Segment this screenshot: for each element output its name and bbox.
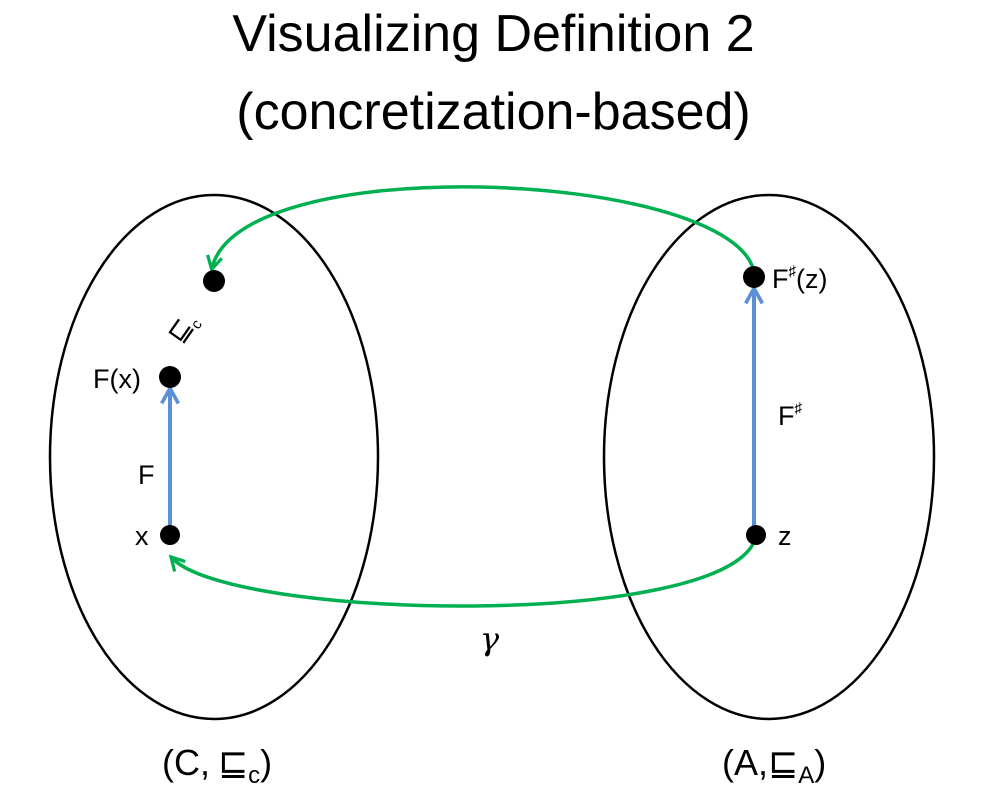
concrete-order-subscript: c: [248, 762, 260, 789]
concrete-set-open: (C,: [162, 742, 210, 783]
x-point: [160, 525, 180, 545]
concrete-set-close: ): [260, 742, 272, 783]
f-sharp-symbol: ♯: [795, 400, 803, 417]
abstract-domain-label: (A,⊑A): [722, 742, 826, 789]
f-sharp-z-prefix: F: [772, 264, 789, 294]
gamma-of-f-sharp-point: [203, 270, 225, 292]
concrete-domain-label: (C,⊑c): [162, 742, 272, 789]
slide-title-line-1: Visualizing Definition 2: [232, 5, 755, 63]
abstract-set-close: ): [814, 742, 826, 783]
z-label: z: [778, 521, 792, 551]
abstract-set-open: (A,: [722, 742, 768, 783]
concrete-order-symbol: ⊑: [218, 742, 248, 783]
f-sharp-letter: F: [778, 401, 795, 431]
f-label: F: [138, 460, 155, 490]
f-sharp-label: F♯: [778, 400, 803, 431]
gamma-arrow-top: [212, 185, 755, 268]
f-sharp-z-suffix: (z): [796, 264, 827, 294]
f-sharp-z-point: [743, 266, 765, 288]
gamma-label: γ: [480, 620, 500, 658]
z-point: [746, 525, 766, 545]
f-sharp-z-sharp: ♯: [789, 263, 797, 280]
gamma-arrow-bottom: [172, 539, 757, 608]
slide-title-line-2: (concretization-based): [236, 83, 751, 141]
x-label: x: [135, 521, 149, 551]
f-sharp-z-label: F♯(z): [772, 263, 827, 294]
abstract-order-subscript: A: [798, 762, 814, 789]
concrete-domain-ellipse: [48, 193, 380, 721]
fx-label: F(x): [93, 364, 141, 394]
leq-c-relation: ⊑ c: [161, 312, 206, 348]
fx-point: [159, 366, 181, 388]
abstract-order-symbol: ⊑: [768, 742, 798, 783]
abstract-domain-ellipse: [602, 193, 936, 721]
